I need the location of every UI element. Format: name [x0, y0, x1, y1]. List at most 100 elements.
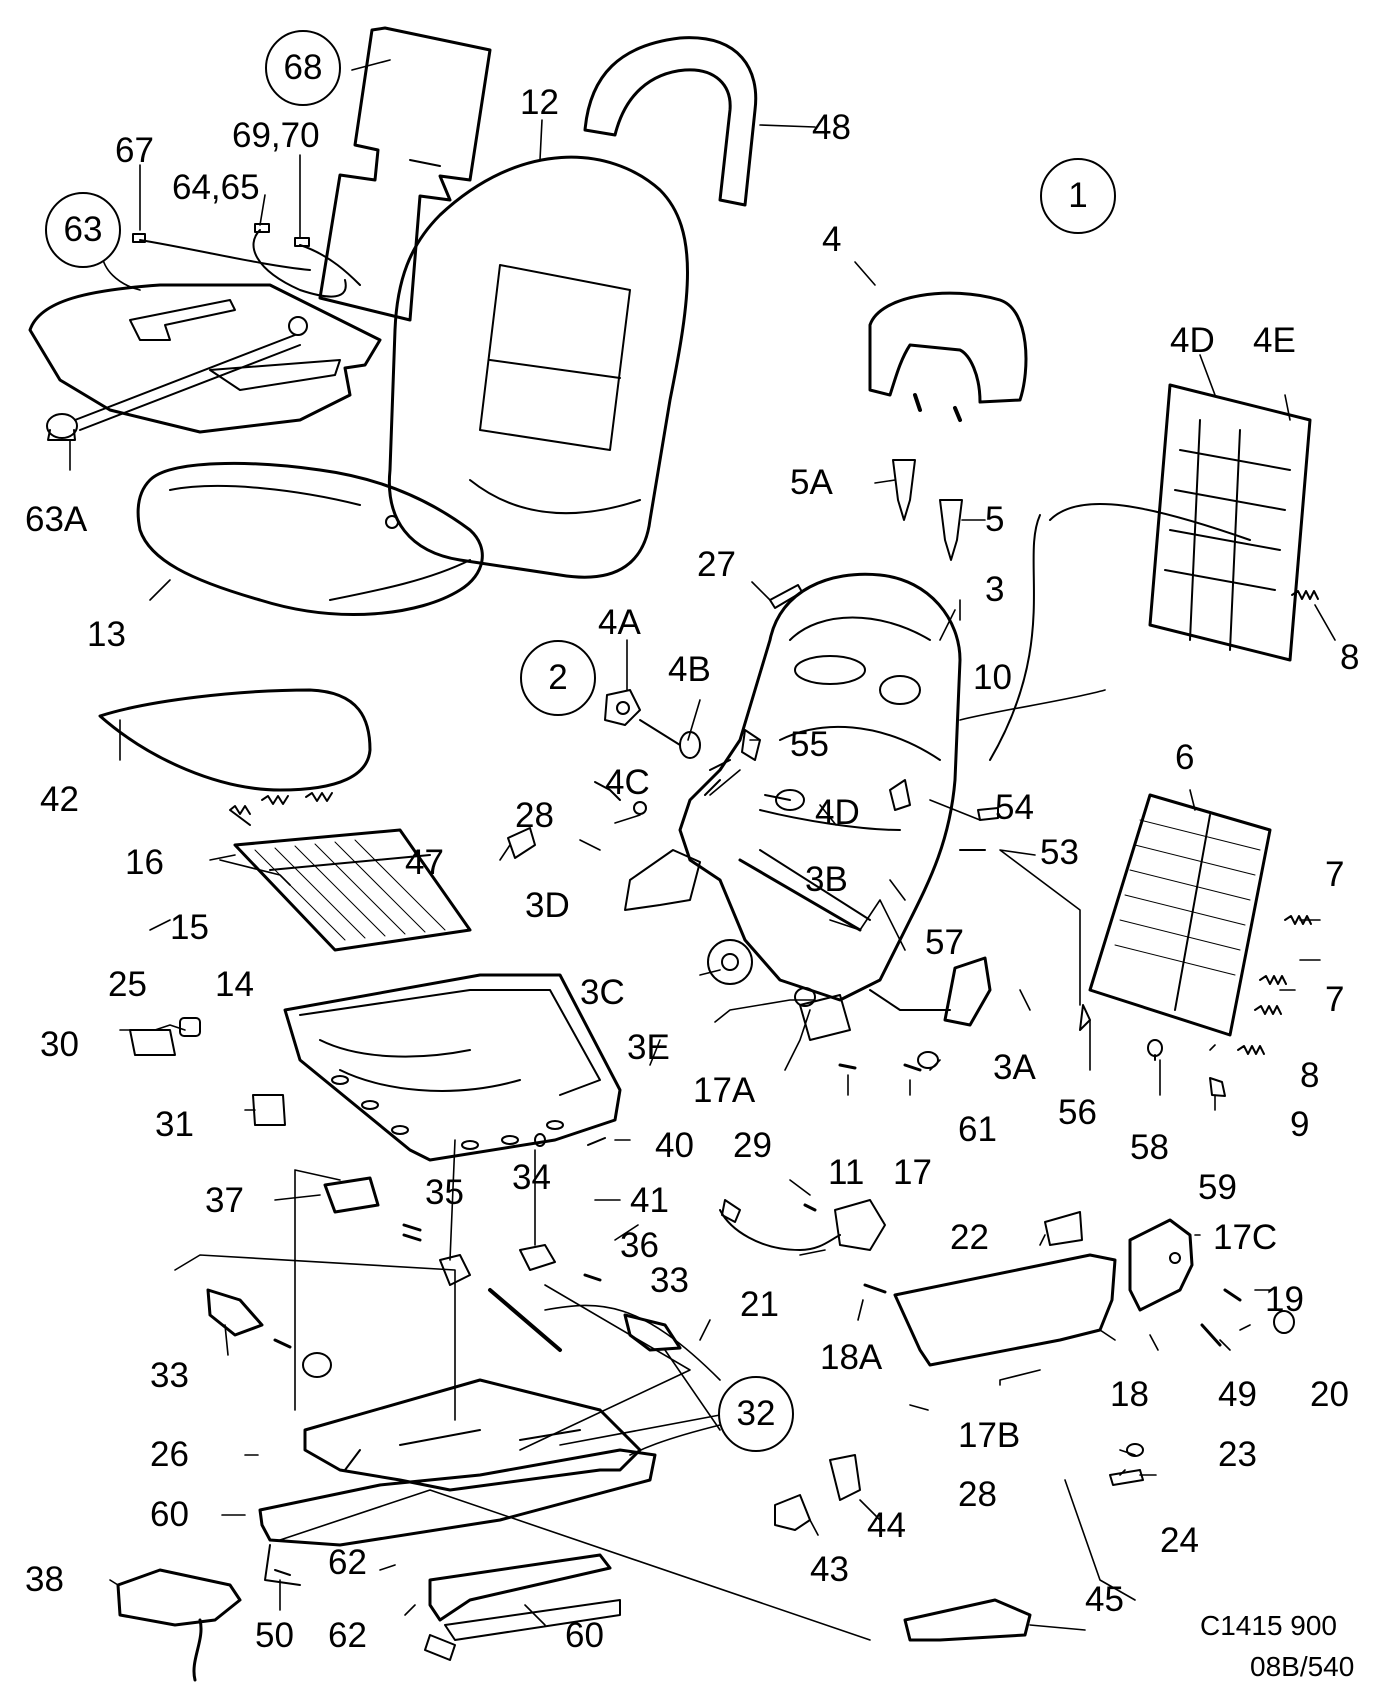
callout-21: 21	[740, 1285, 779, 1324]
callout-58: 58	[1130, 1128, 1169, 1167]
callout-12: 12	[520, 83, 559, 122]
callout-7-top: 7	[1325, 855, 1345, 894]
callout-26: 26	[150, 1435, 189, 1474]
side-shield	[863, 1211, 1295, 1486]
callout-6: 6	[1175, 738, 1195, 777]
callout-17: 17	[893, 1153, 932, 1192]
callout-8-top: 8	[1340, 638, 1360, 677]
callout-59: 59	[1198, 1168, 1237, 1207]
callout-36: 36	[620, 1226, 659, 1265]
callout-23: 23	[1218, 1435, 1257, 1474]
callout-56: 56	[1058, 1093, 1097, 1132]
callout-3: 3	[985, 570, 1005, 609]
heater-wires	[132, 223, 361, 298]
callout-24: 24	[1160, 1521, 1199, 1560]
callout-13: 13	[87, 615, 126, 654]
callout-60-top: 60	[150, 1495, 189, 1534]
callout-44: 44	[867, 1506, 906, 1545]
callout-42: 42	[40, 780, 79, 819]
callout-1: 1	[1040, 158, 1116, 234]
callout-4e: 4E	[1253, 321, 1296, 360]
callout-19: 19	[1265, 1280, 1304, 1319]
callout-45: 45	[1085, 1580, 1124, 1619]
backrest-spring-mat	[1088, 793, 1272, 1037]
callout-25: 25	[108, 965, 147, 1004]
callout-62-bot: 62	[328, 1616, 367, 1655]
callout-68: 68	[265, 30, 341, 106]
callout-30: 30	[40, 1025, 79, 1064]
seat-frame	[283, 973, 622, 1162]
callout-41: 41	[630, 1181, 669, 1220]
seat-pad	[98, 688, 372, 792]
callout-17a: 17A	[693, 1071, 756, 1110]
callout-32: 32	[718, 1376, 794, 1452]
callout-27: 27	[697, 545, 736, 584]
callout-57: 57	[925, 923, 964, 962]
callout-4a: 4A	[598, 603, 641, 642]
backrest-clips	[507, 584, 1226, 1097]
seat-track-assembly	[258, 1378, 657, 1661]
callout-28-bot: 28	[958, 1475, 997, 1514]
track-brackets	[774, 1454, 1032, 1642]
callout-4d-top: 4D	[1170, 321, 1215, 360]
callout-63a: 63A	[25, 500, 88, 539]
lumbar-spring-frame	[989, 383, 1312, 761]
switch-harness	[719, 1199, 886, 1251]
seat-heater-pad	[28, 283, 382, 441]
seat-cushion	[136, 461, 484, 616]
callout-67: 67	[115, 131, 154, 170]
seat-motors	[206, 1133, 682, 1378]
callout-17b: 17B	[958, 1416, 1021, 1455]
callout-17c: 17C	[1213, 1218, 1278, 1257]
callout-38: 38	[25, 1560, 64, 1599]
callout-62-top: 62	[328, 1543, 367, 1582]
callout-61: 61	[958, 1110, 997, 1149]
callout-4: 4	[822, 220, 842, 259]
callout-3e: 3E	[627, 1028, 670, 1067]
callout-4c: 4C	[605, 763, 650, 802]
headrest-bow	[583, 36, 758, 207]
callout-37: 37	[205, 1181, 244, 1220]
callout-3a: 3A	[993, 1048, 1036, 1087]
callout-2: 2	[520, 640, 596, 716]
callout-49: 49	[1218, 1375, 1257, 1414]
seat-clips	[129, 1017, 286, 1126]
headrest	[868, 291, 1028, 422]
leader-lines	[69, 59, 1336, 1641]
callout-10: 10	[973, 658, 1012, 697]
callout-8-mid: 8	[1300, 1056, 1320, 1095]
callout-55: 55	[790, 725, 829, 764]
callout-33-mid: 33	[650, 1261, 689, 1300]
tension-springs	[1237, 590, 1319, 1055]
callout-31: 31	[155, 1105, 194, 1144]
backrest-cover	[387, 155, 689, 579]
backrest-frame	[678, 572, 962, 1002]
callout-11: 11	[828, 1153, 865, 1192]
callout-60-bot: 60	[565, 1616, 604, 1655]
backrest-heater-pad	[318, 26, 492, 322]
callout-18a: 18A	[820, 1338, 883, 1377]
callout-4d-mid: 4D	[815, 793, 860, 832]
callout-29: 29	[733, 1126, 772, 1165]
callout-18: 18	[1110, 1375, 1149, 1414]
callout-3b: 3B	[805, 860, 848, 899]
callout-16: 16	[125, 843, 164, 882]
callout-5: 5	[985, 500, 1005, 539]
headrest-guides	[892, 459, 963, 561]
callout-3d: 3D	[525, 886, 570, 925]
callout-3c: 3C	[580, 973, 625, 1012]
callout-33-left: 33	[150, 1356, 189, 1395]
callout-14: 14	[215, 965, 254, 1004]
callout-53: 53	[1040, 833, 1079, 872]
callout-50: 50	[255, 1616, 294, 1655]
callout-5a: 5A	[790, 463, 833, 502]
callout-34: 34	[512, 1158, 551, 1197]
callout-7-mid: 7	[1325, 980, 1345, 1019]
callout-43: 43	[810, 1550, 849, 1589]
callout-20: 20	[1310, 1375, 1349, 1414]
seat-spring-mat	[229, 792, 472, 952]
callout-64-65: 64,65	[172, 168, 260, 207]
callout-40: 40	[655, 1126, 694, 1165]
